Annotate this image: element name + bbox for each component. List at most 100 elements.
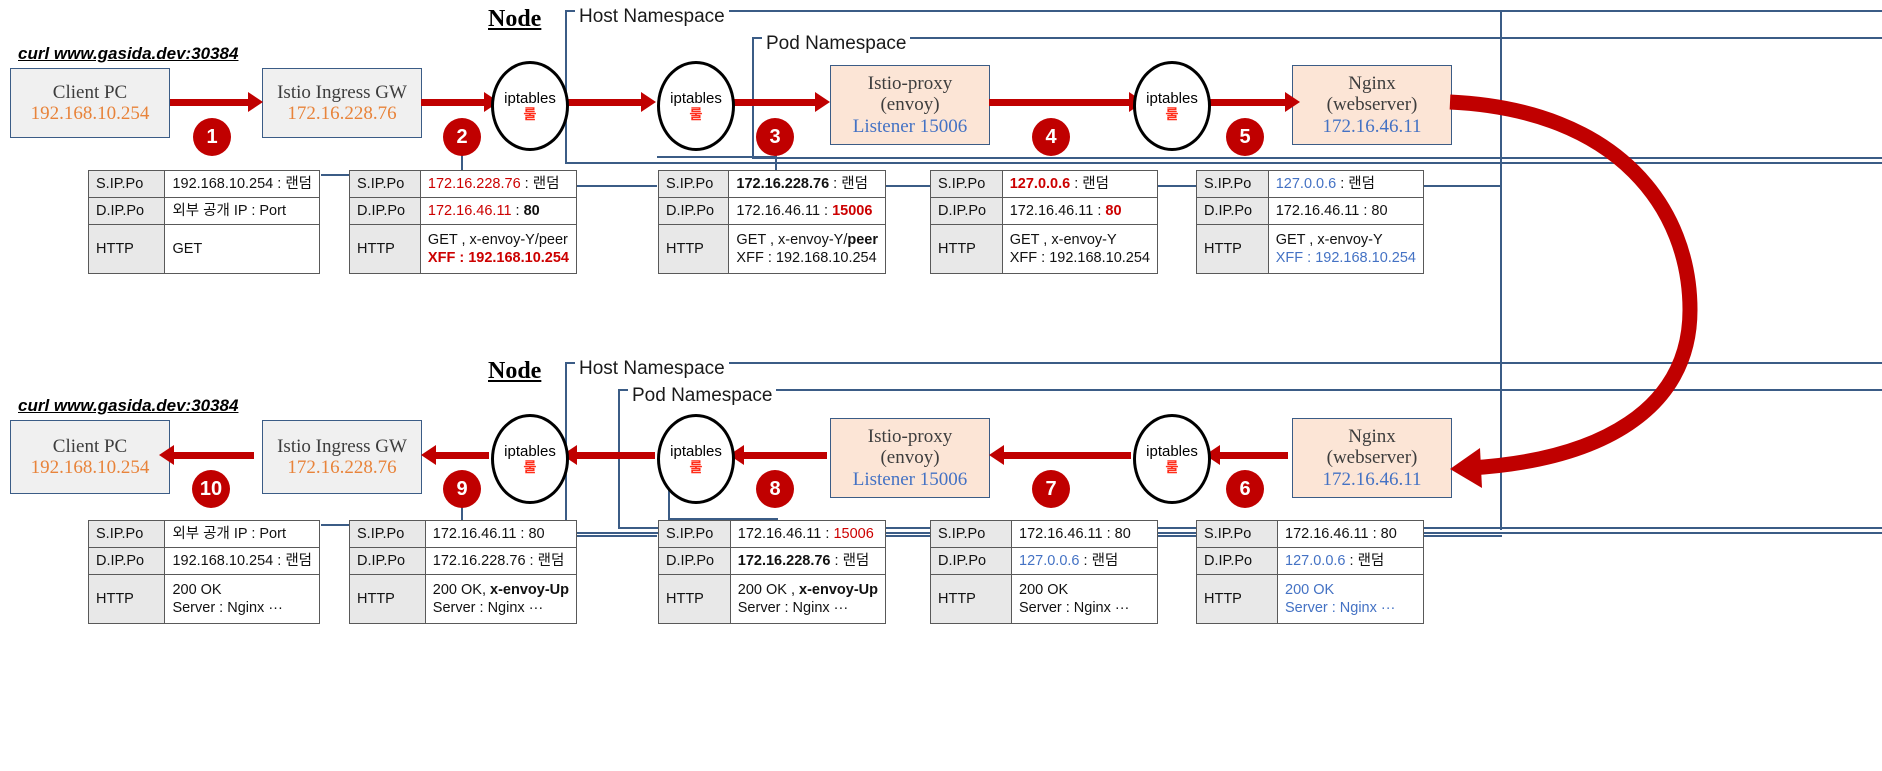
value-port: 15006 xyxy=(833,526,874,542)
ingress-gw-title-bottom: Istio Ingress GW xyxy=(277,435,407,457)
leader-6-right xyxy=(1422,535,1502,537)
table-row: D.IP.Po 127.0.0.6 : 랜덤 xyxy=(930,547,1158,576)
nginx-ip-bottom: 172.16.46.11 xyxy=(1322,468,1422,490)
step-badge-3: 3 xyxy=(756,118,794,156)
packet-table-req-4: S.IP.Po 127.0.0.6 : 랜덤 D.IP.Po 172.16.46… xyxy=(930,169,1159,275)
packet-table-res-10: S.IP.Po 외부 공개 IP : Port D.IP.Po 192.168.… xyxy=(87,519,320,625)
cell-value: 172.16.46.11 : 80 xyxy=(1277,519,1424,549)
arrow-step-7 xyxy=(989,445,1131,465)
cell-key: D.IP.Po xyxy=(930,547,1012,576)
cell-value: GET , x-envoy-Y/peer XFF : 192.168.10.25… xyxy=(728,224,886,275)
cell-key: S.IP.Po xyxy=(349,169,421,199)
cell-key: D.IP.Po xyxy=(1196,197,1269,226)
cell-value: 172.16.46.11 : 15006 xyxy=(728,197,886,226)
arrow-step-6 xyxy=(1205,445,1288,465)
istio-proxy-sub-top: (envoy) xyxy=(880,94,940,116)
cell-key: S.IP.Po xyxy=(87,519,166,549)
http-line-1: 200 OK xyxy=(172,582,222,599)
iptables-rule-label: 룰 xyxy=(1165,459,1179,475)
packet-table-res-9: S.IP.Po 172.16.46.11 : 80 D.IP.Po 172.16… xyxy=(349,519,578,625)
iptables-label: iptables xyxy=(670,443,722,460)
step-badge-1: 1 xyxy=(193,118,231,156)
packet-table-res-7: S.IP.Po 172.16.46.11 : 80 D.IP.Po 127.0.… xyxy=(930,519,1158,625)
cell-key: D.IP.Po xyxy=(349,197,421,226)
istio-proxy-title-top: Istio-proxy xyxy=(867,73,953,95)
client-pc-title-top: Client PC xyxy=(52,81,128,103)
step-badge-6: 6 xyxy=(1226,470,1264,508)
value-ip: 127.0.0.6 xyxy=(1275,176,1337,192)
table-row: HTTP GET , x-envoy-Y XFF : 192.168.10.25… xyxy=(1196,224,1425,275)
http-line-2: XFF : 192.168.10.254 xyxy=(736,250,877,267)
table-row: D.IP.Po 외부 공개 IP : Port xyxy=(87,197,320,226)
http-line-1: 200 OK , x-envoy-Up xyxy=(738,581,878,599)
step-badge-5: 5 xyxy=(1226,118,1264,156)
table-row: S.IP.Po 172.16.228.76 : 랜덤 xyxy=(349,169,578,199)
iptables-rule-label: 룰 xyxy=(689,459,703,475)
cell-key: HTTP xyxy=(657,224,730,275)
table-row: HTTP 200 OK Server : Nginx ··· xyxy=(87,574,320,625)
iptables-circle-bottom-host: iptables 룰 xyxy=(491,414,569,504)
cell-key: HTTP xyxy=(349,224,421,275)
arrow-step-1 xyxy=(170,92,263,112)
iptables-label: iptables xyxy=(504,90,556,107)
istio-proxy-sub-bottom: (envoy) xyxy=(880,447,940,469)
value-port: 80 xyxy=(523,203,540,220)
istio-ingress-gw-box-bottom: Istio Ingress GW 172.16.228.76 xyxy=(262,420,422,494)
cell-value: 200 OK, x-envoy-Up Server : Nginx ··· xyxy=(424,574,578,625)
step-badge-4: 4 xyxy=(1032,118,1070,156)
leader-step-3-h xyxy=(775,156,777,174)
table-row: HTTP 200 OK Server : Nginx ··· xyxy=(930,574,1158,625)
value-port: 15006 xyxy=(832,203,873,220)
arrow-step-9 xyxy=(421,445,489,465)
arrow-step-4 xyxy=(989,92,1144,112)
value-port: 80 xyxy=(1105,203,1122,220)
http-line-2: XFF : 192.168.10.254 xyxy=(1275,250,1416,267)
cell-key: HTTP xyxy=(87,574,166,625)
nginx-title-bottom: Nginx xyxy=(1348,426,1396,448)
value-ip: 172.16.228.76 xyxy=(737,553,831,570)
arrow-host-to-pod-top xyxy=(563,92,656,112)
table-row: HTTP GET , x-envoy-Y/peer XFF : 192.168.… xyxy=(657,224,886,275)
host-namespace-label-top: Host Namespace xyxy=(575,6,729,28)
http-line-2: XFF : 192.168.10.254 xyxy=(1009,250,1150,267)
step-badge-2: 2 xyxy=(443,118,481,156)
host-namespace-label-bottom: Host Namespace xyxy=(575,358,729,380)
table-row: D.IP.Po 172.16.46.11 : 15006 xyxy=(657,197,886,226)
cell-value: 172.16.46.11 : 80 xyxy=(1011,519,1158,549)
http-line-1a: 200 OK, xyxy=(432,582,491,599)
http-line-2: Server : Nginx ··· xyxy=(1285,600,1396,617)
http-line-1b: peer xyxy=(847,232,878,249)
cell-value: 200 OK , x-envoy-Up Server : Nginx ··· xyxy=(729,574,887,625)
cell-value: 200 OK Server : Nginx ··· xyxy=(1277,574,1424,625)
cell-key: HTTP xyxy=(658,574,731,625)
leader-connect-4-5 xyxy=(1155,185,1197,187)
cell-key: D.IP.Po xyxy=(657,197,730,226)
node-label-bottom: Node xyxy=(488,358,542,384)
value-suffix: : 랜덤 xyxy=(1070,176,1109,192)
ingress-gw-ip-top: 172.16.228.76 xyxy=(287,103,397,124)
iptables-rule-label: 룰 xyxy=(523,106,537,122)
arrow-step-8 xyxy=(729,445,827,465)
http-line-1: 200 OK xyxy=(1285,582,1335,599)
cell-key: S.IP.Po xyxy=(1196,519,1278,549)
curl-command-top: curl www.gasida.dev:30384 xyxy=(18,44,239,63)
cell-value: GET , x-envoy-Y/peer XFF : 192.168.10.25… xyxy=(419,224,578,275)
nginx-box-bottom: Nginx (webserver) 172.16.46.11 xyxy=(1292,418,1452,498)
table-row: D.IP.Po 127.0.0.6 : 랜덤 xyxy=(1196,547,1424,576)
curl-command-bottom: curl www.gasida.dev:30384 xyxy=(18,396,239,415)
table-row: S.IP.Po 127.0.0.6 : 랜덤 xyxy=(930,169,1159,199)
table-row: HTTP 200 OK Server : Nginx ··· xyxy=(1196,574,1424,625)
cell-value: GET , x-envoy-Y XFF : 192.168.10.254 xyxy=(1001,224,1159,275)
leader-5-right xyxy=(1422,185,1502,187)
leader-connect-10-9 xyxy=(321,524,349,526)
cell-value: 172.16.228.76 : 랜덤 xyxy=(728,169,886,199)
nginx-sub-bottom: (webserver) xyxy=(1326,447,1418,469)
value-ip: 172.16.46.11 xyxy=(427,203,512,220)
table-row: D.IP.Po 192.168.10.254 : 랜덤 xyxy=(87,547,320,576)
cell-key: HTTP xyxy=(87,224,166,275)
istio-proxy-box-top: Istio-proxy (envoy) Listener 15006 xyxy=(830,65,990,145)
packet-table-res-8: S.IP.Po 172.16.46.11 : 15006 D.IP.Po 172… xyxy=(658,519,887,625)
host-namespace-frame-top xyxy=(565,10,1882,164)
http-line-1b: x-envoy-Up xyxy=(799,582,878,599)
leader-5-right-v xyxy=(1500,10,1502,530)
